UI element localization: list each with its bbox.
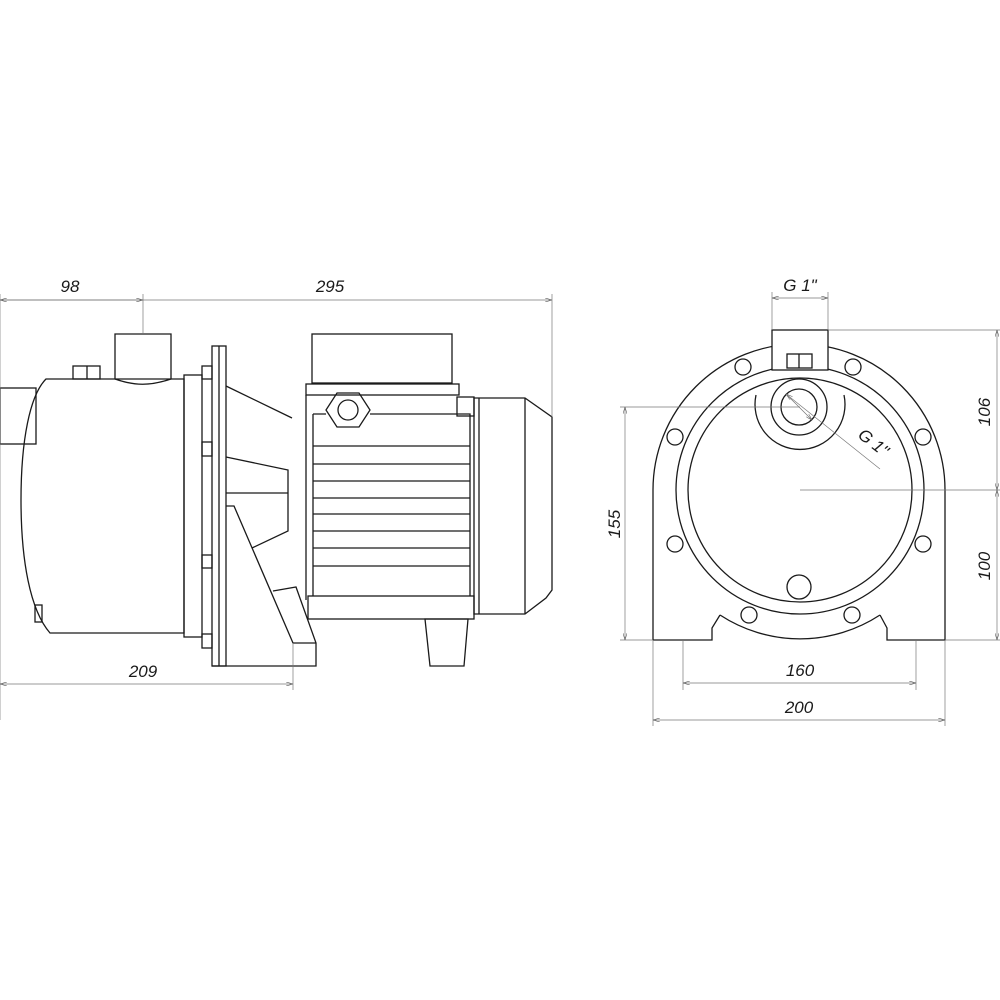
side-dimensions <box>0 294 553 720</box>
top-outlet-block <box>771 329 829 371</box>
bolt <box>201 365 213 380</box>
pump-body <box>20 378 185 634</box>
bolt <box>201 441 213 457</box>
dim-106-label: 106 <box>975 397 994 426</box>
dim-g1-center-label: G 1" <box>854 425 893 461</box>
cable-gland-icon <box>325 392 371 428</box>
junction-box-lid <box>305 383 460 396</box>
bolt <box>201 554 213 569</box>
dim-155-label: 155 <box>605 509 624 538</box>
dim-160-label: 160 <box>786 661 815 680</box>
dim-209-label: 209 <box>128 662 158 681</box>
inlet-pipe <box>0 387 37 445</box>
bolt-holes <box>666 358 932 624</box>
drain-plug <box>34 604 43 623</box>
cooling-fins <box>313 445 470 567</box>
side-view: 98 295 209 <box>0 277 553 720</box>
motor-base-band <box>307 595 475 620</box>
front-view: G 1" G 1" 106 100 155 160 200 <box>605 276 1000 726</box>
front-dimensions <box>620 292 1000 726</box>
dim-98-label: 98 <box>61 277 80 296</box>
dim-200-label: 200 <box>784 698 814 717</box>
dim-100-label: 100 <box>975 551 994 580</box>
motor-body <box>305 395 471 600</box>
body-flange <box>183 374 203 638</box>
outlet-boss <box>754 394 846 450</box>
outlet-stub <box>114 333 172 385</box>
dim-g1-top-label: G 1" <box>783 276 817 295</box>
fan-cover <box>473 397 553 615</box>
junction-box <box>311 333 453 384</box>
bolt <box>201 633 213 649</box>
bracket <box>212 385 317 667</box>
drain-port <box>786 574 812 600</box>
motor-foot <box>424 618 469 667</box>
dim-295-label: 295 <box>315 277 345 296</box>
